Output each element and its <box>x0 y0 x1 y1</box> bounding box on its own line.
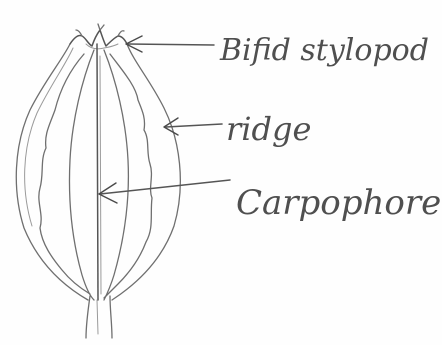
label-ridge: ridge <box>226 110 311 148</box>
ridge-arrow <box>164 118 222 135</box>
carpophore-arrow <box>99 180 230 203</box>
carpophore-axis <box>97 44 101 300</box>
wavy-ridges <box>39 54 152 298</box>
inner-ribs <box>70 50 129 300</box>
stylopod-arrow <box>126 36 214 52</box>
label-carpophore: Carpophore <box>236 183 441 223</box>
pedicel <box>86 296 112 338</box>
bifid-stylopod <box>70 24 127 49</box>
label-bifid-stylopod: Bifid stylopod <box>219 33 429 68</box>
